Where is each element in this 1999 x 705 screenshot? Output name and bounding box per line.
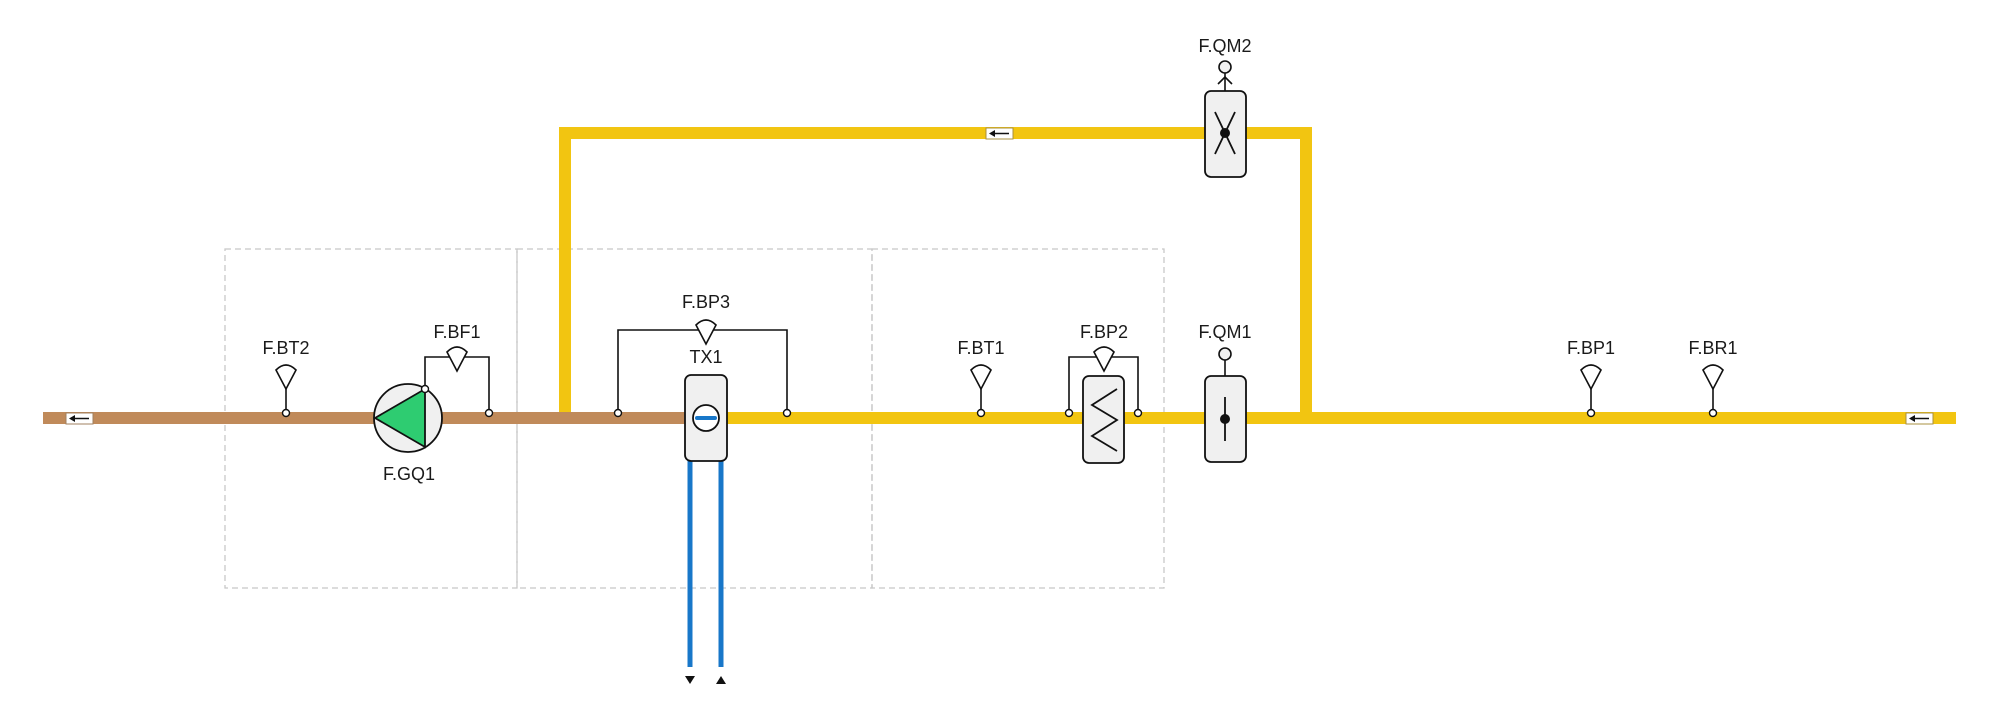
pump-gq1-label: F.GQ1 xyxy=(383,464,435,484)
coil-icon xyxy=(1090,388,1119,452)
sensor-icon xyxy=(1702,364,1724,391)
valve-icon xyxy=(1220,414,1230,424)
heat-exchanger-tx1[interactable]: TX1 xyxy=(684,347,728,462)
flow-arrow-left-bypass xyxy=(985,127,1014,140)
sensor-bp2-label: F.BP2 xyxy=(1080,322,1128,342)
pump-gq1[interactable]: F.GQ1 xyxy=(373,383,443,484)
sensor-bp3[interactable]: F.BP3 xyxy=(613,292,792,418)
sensor-bp2[interactable]: F.BP2 xyxy=(1064,322,1143,418)
sensor-bt2-label: F.BT2 xyxy=(262,338,309,358)
sensor-bp1-label: F.BP1 xyxy=(1567,338,1615,358)
flow-markers xyxy=(65,127,1934,425)
sensor-br1-label: F.BR1 xyxy=(1688,338,1737,358)
left-arrow-icon xyxy=(1909,415,1915,422)
sensor-bt1[interactable]: F.BT1 xyxy=(957,338,1005,418)
meter-qm2[interactable]: F.QM2 xyxy=(1198,36,1252,178)
sensor-bp1[interactable]: F.BP1 xyxy=(1567,338,1615,418)
sensor-bf1[interactable]: F.BF1 xyxy=(424,322,494,418)
sensor-icon xyxy=(275,364,297,391)
bypass-pipe[interactable] xyxy=(559,127,1312,418)
coil-heat-exchanger[interactable] xyxy=(1082,375,1125,464)
pump-icon xyxy=(373,387,426,449)
coil-body xyxy=(1082,375,1125,464)
flow-arrow-left-return xyxy=(65,412,94,425)
actuator-icon xyxy=(1218,347,1232,361)
heat-exchanger-tx1-label: TX1 xyxy=(689,347,722,367)
sensor-icon xyxy=(1580,364,1602,391)
flow-arrow-left-supply xyxy=(1905,412,1934,425)
sensor-icon xyxy=(1093,346,1115,373)
sensor-icon xyxy=(695,319,717,346)
left-arrow-icon xyxy=(989,130,995,137)
sensor-icon xyxy=(970,364,992,391)
flow-down-arrow-icon xyxy=(685,676,695,684)
sensor-bt2[interactable]: F.BT2 xyxy=(262,338,310,418)
left-arrow-icon xyxy=(69,415,75,422)
meter-qm1-label: F.QM1 xyxy=(1198,322,1251,342)
meter-qm1[interactable]: F.QM1 xyxy=(1198,322,1252,463)
sensor-bf1-label: F.BF1 xyxy=(433,322,480,342)
actuator-icon xyxy=(1218,60,1232,74)
flow-up-arrow-icon xyxy=(716,676,726,684)
sensor-br1[interactable]: F.BR1 xyxy=(1688,338,1738,418)
meter-qm2-label: F.QM2 xyxy=(1198,36,1251,56)
pipes xyxy=(43,127,1956,684)
sensor-icon xyxy=(446,346,468,373)
control-valve-icon xyxy=(1220,128,1230,138)
sensor-bp3-label: F.BP3 xyxy=(682,292,730,312)
sensor-bt1-label: F.BT1 xyxy=(957,338,1004,358)
